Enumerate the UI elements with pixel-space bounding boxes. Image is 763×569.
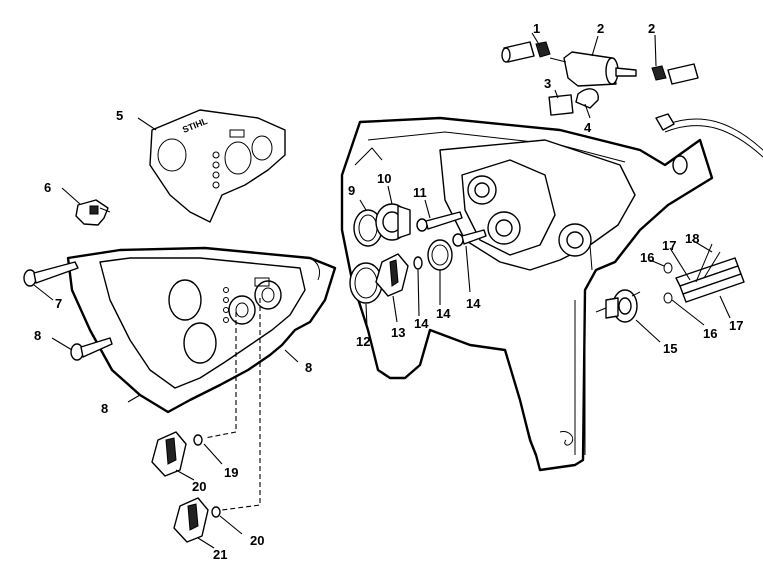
screw-upper-left — [23, 261, 79, 287]
callout-16-lower: 8 — [34, 328, 41, 343]
o-ring-lower — [211, 506, 221, 518]
callout-17-upper: 20 — [192, 479, 206, 494]
callout-11: 11 — [413, 185, 427, 200]
callout-17-lower: 21 — [213, 547, 227, 562]
knob-upper — [151, 431, 187, 477]
callout-6: 14 — [466, 296, 481, 311]
callout-labels: 1 2 2 3 4 5 6 7 8 8 8 9 10 11 12 13 14 1… — [34, 21, 743, 562]
main-housing — [340, 116, 714, 472]
callout-2-upper: 16 — [640, 250, 654, 265]
callout-5: 18 — [685, 231, 699, 246]
screw-lower-left — [70, 337, 113, 361]
callout-10: 10 — [377, 171, 391, 186]
callout-8-lower: 20 — [250, 533, 264, 548]
decal-panel: STIHL — [149, 109, 286, 223]
callout-20-left: 1 — [533, 21, 540, 36]
assembly-line-lower — [221, 298, 261, 511]
callout-12: 8 — [101, 401, 108, 416]
connector-plug — [595, 289, 641, 323]
callout-14-panel: 8 — [305, 360, 312, 375]
knob-middle — [375, 253, 409, 297]
callout-7: 14 — [436, 306, 451, 321]
callout-21: 4 — [584, 120, 592, 135]
fuel-hose — [655, 113, 763, 158]
callout-9: 13 — [391, 325, 405, 340]
clip-part — [75, 199, 111, 226]
knob-lower — [173, 497, 209, 543]
callout-8-upper: 19 — [224, 465, 238, 480]
hose-bundle — [675, 243, 745, 303]
leader-lines — [33, 32, 731, 549]
callout-3: 17 — [729, 318, 743, 333]
clamp-upper — [663, 262, 673, 274]
screw-middle-lower — [452, 229, 487, 247]
clamp-lower — [663, 292, 673, 304]
callout-16-upper: 7 — [55, 296, 62, 311]
hose-clip-right — [651, 65, 667, 81]
callout-14-lower: 12 — [356, 334, 370, 349]
hose-piece-left — [501, 41, 535, 63]
o-ring-upper — [193, 434, 203, 446]
hose-piece-right — [667, 63, 699, 85]
callout-1: 15 — [663, 341, 677, 356]
callout-18: 3 — [544, 76, 551, 91]
switch-housing — [375, 203, 411, 241]
control-panel — [66, 246, 337, 414]
callout-19: 2 — [597, 21, 604, 36]
filter-plate — [548, 94, 574, 116]
assembly-line-upper — [204, 312, 237, 439]
hose-clip-left — [535, 41, 551, 58]
callout-20-right: 2 — [648, 21, 655, 36]
callout-14-upper: 9 — [348, 183, 355, 198]
callout-8-middle: 14 — [414, 316, 429, 331]
fuel-filter — [549, 51, 637, 87]
o-ring-middle — [413, 256, 423, 270]
callout-13: 5 — [116, 108, 123, 123]
callout-15: 6 — [44, 180, 51, 195]
screw-middle-upper — [416, 211, 463, 232]
filter-bracket — [575, 88, 599, 109]
callout-4: 17 — [662, 238, 676, 253]
callout-2-lower: 16 — [703, 326, 717, 341]
